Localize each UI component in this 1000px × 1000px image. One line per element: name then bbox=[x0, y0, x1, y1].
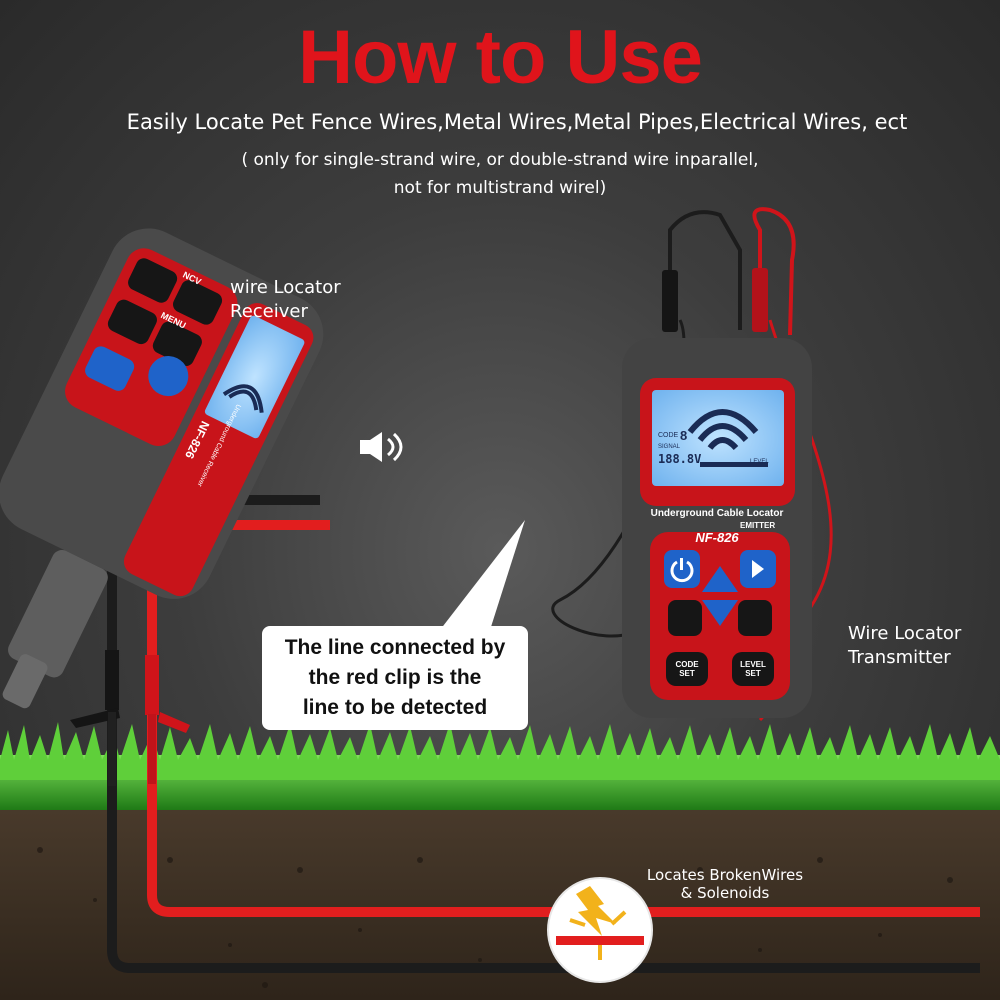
spark-icon bbox=[576, 886, 616, 936]
speaker-icon bbox=[360, 432, 403, 462]
break-point-line-1: Locates BrokenWires bbox=[646, 866, 804, 884]
red-clip bbox=[145, 655, 190, 784]
callout-line-3: line to be detected bbox=[302, 696, 488, 719]
lead-top-red bbox=[752, 207, 796, 336]
transmitter-device bbox=[622, 338, 812, 718]
note-line-1: ( only for single-strand wire, or double… bbox=[241, 150, 759, 170]
callout-line-2: the red clip is the bbox=[308, 666, 482, 689]
receiver-model: NF-826 bbox=[182, 418, 213, 461]
black-clip bbox=[70, 650, 120, 786]
lead-top-black bbox=[668, 210, 742, 330]
page-title: How to Use bbox=[298, 15, 703, 100]
code-set-line-2: SET bbox=[679, 669, 695, 678]
transmitter-label: Wire Locator Transmitter bbox=[848, 622, 961, 670]
red-plug bbox=[752, 268, 768, 332]
receiver-label: wire Locator Receiver bbox=[230, 276, 341, 324]
break-point-line-2: & Solenoids bbox=[680, 884, 770, 902]
callout-line-1: The line connected by bbox=[284, 636, 506, 659]
lcd-code-value: 8 bbox=[680, 428, 688, 443]
break-point-label: Locates BrokenWires & Solenoids bbox=[620, 866, 830, 902]
lcd-code-label: CODE bbox=[658, 432, 679, 439]
level-set-line-2: SET bbox=[745, 669, 761, 678]
transmitter-brand: Underground Cable Locator bbox=[650, 508, 784, 519]
transmitter-label-line-2: Transmitter bbox=[848, 647, 951, 668]
lcd-voltage: 188.8V bbox=[658, 452, 702, 466]
code-set-line-1: CODE bbox=[675, 660, 699, 669]
receiver-menu-button: MENU bbox=[159, 310, 188, 331]
receiver-device bbox=[0, 228, 324, 709]
receiver-label-line-1: wire Locator bbox=[230, 277, 341, 298]
lcd-level-label: LEVEL bbox=[750, 459, 769, 465]
receiver-ncv-button: NCV bbox=[181, 269, 203, 287]
transmitter-type: EMITTER bbox=[740, 521, 776, 530]
callout-box: The line connected by the red clip is th… bbox=[262, 626, 528, 730]
level-set-line-1: LEVEL bbox=[740, 660, 766, 669]
transmitter-model: NF-826 bbox=[695, 530, 739, 545]
subtitle: Easily Locate Pet Fence Wires,Metal Wire… bbox=[126, 110, 908, 134]
note-line-2: not for multistrand wirel) bbox=[393, 178, 607, 198]
black-plug bbox=[662, 270, 678, 332]
lcd-signal-label: SIGNAL bbox=[658, 444, 681, 450]
transmitter-label-line-1: Wire Locator bbox=[848, 623, 962, 644]
grass-blades bbox=[0, 722, 1000, 780]
level-set-button[interactable]: LEVEL SET bbox=[732, 660, 774, 678]
soil-texture bbox=[37, 847, 953, 988]
receiver-brand: Underground Cable Receiver bbox=[195, 402, 242, 488]
receiver-label-line-2: Receiver bbox=[230, 301, 308, 322]
code-set-button[interactable]: CODE SET bbox=[666, 660, 708, 678]
callout-pointer bbox=[440, 520, 525, 630]
